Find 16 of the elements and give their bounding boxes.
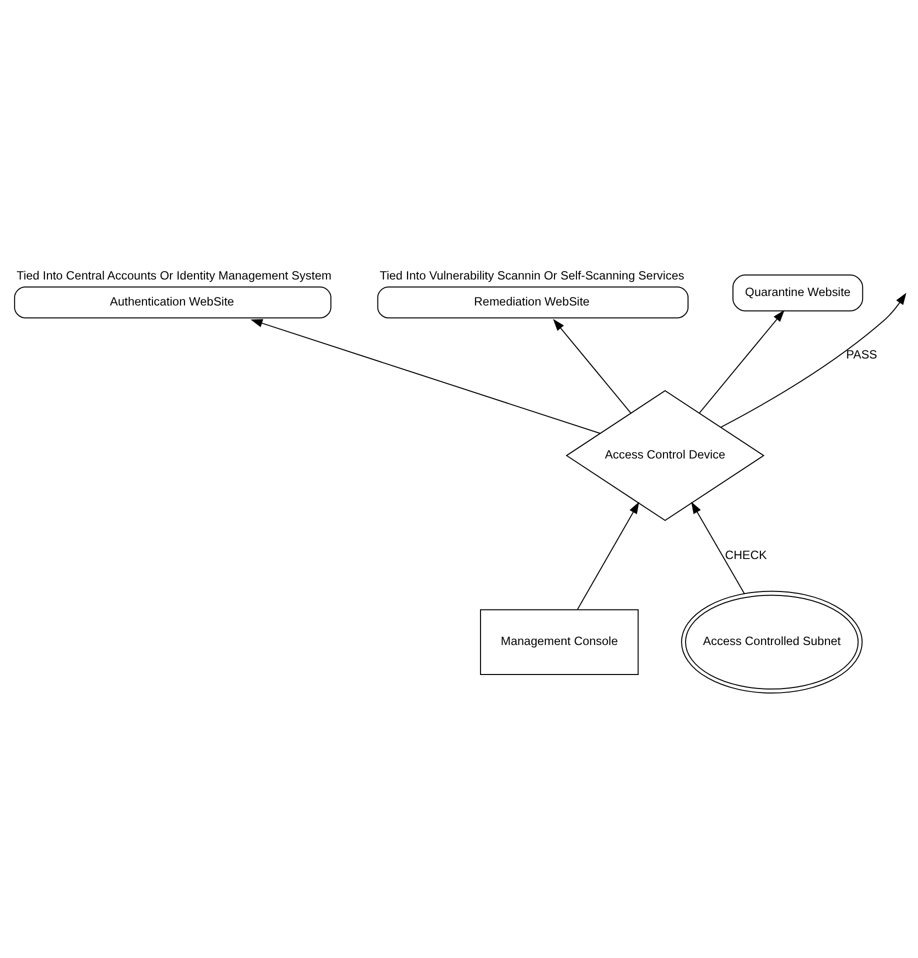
node-diamond: Access Control Device [566,390,765,520]
node-box: Remediation WebSite [377,286,689,318]
edge-label: CHECK [724,547,767,562]
arrow [553,318,632,414]
arrow [720,292,906,428]
arrow [691,501,745,594]
node-label: Tied Into Central Accounts Or Identity Management System [16,268,332,282]
arrow [577,501,640,610]
node-ellipse: Access Controlled Subnet [681,590,863,693]
node-box: Quarantine Website [732,274,864,311]
arrow [698,310,785,414]
edge-label: PASS [846,346,878,361]
arrow [250,318,601,434]
node-label: Tied Into Vulnerability Scannin Or Self-Scanning Services [380,268,684,282]
node-box: Management Console [480,608,639,675]
node-box: Authentication WebSite [14,286,332,318]
